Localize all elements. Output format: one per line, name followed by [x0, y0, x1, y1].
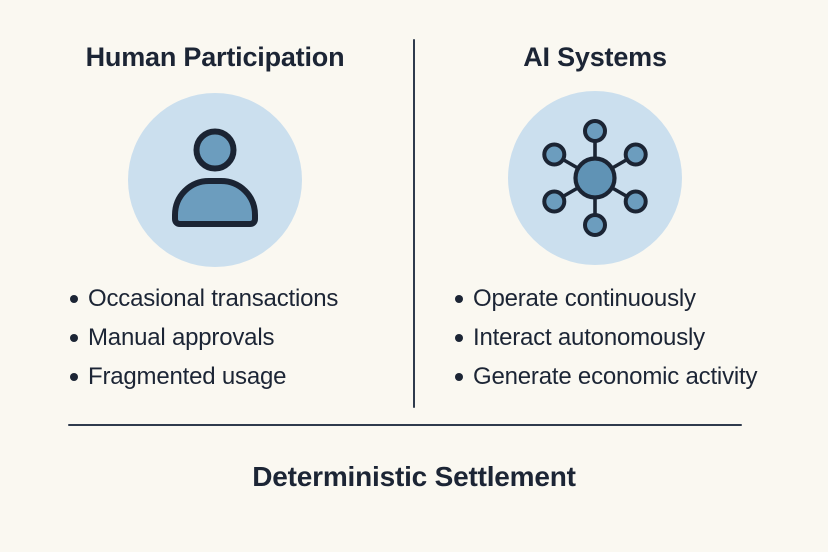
ai-bullet-list: Operate continuously Interact autonomous… — [455, 279, 757, 396]
bullet-text: Occasional transactions — [88, 284, 339, 312]
list-item: Generate economic activity — [455, 357, 757, 396]
bullet-text: Generate economic activity — [473, 362, 758, 390]
bullet-dot — [70, 333, 78, 342]
bullet-dot — [70, 294, 78, 303]
horizontal-divider — [68, 423, 742, 427]
bullet-dot — [70, 372, 78, 381]
human-participation-title: Human Participation — [85, 42, 345, 72]
person-icon — [172, 128, 258, 227]
bullet-text: Manual approvals — [88, 323, 275, 351]
bullet-text: Fragmented usage — [88, 362, 287, 390]
bullet-text: Operate continuously — [473, 284, 696, 312]
list-item: Fragmented usage — [70, 357, 338, 396]
bullet-dot — [455, 294, 463, 303]
list-item: Occasional transactions — [70, 279, 338, 318]
bullet-dot — [455, 333, 463, 342]
ai-systems-title: AI Systems — [523, 42, 667, 72]
bullet-text: Interact autonomously — [473, 323, 705, 351]
list-item: Manual approvals — [70, 318, 338, 357]
ai-icon-circle — [508, 91, 682, 265]
bullet-dot — [455, 372, 463, 381]
network-icon — [542, 119, 648, 237]
deterministic-settlement-title: Deterministic Settlement — [252, 461, 576, 492]
human-bullet-list: Occasional transactions Manual approvals… — [70, 279, 338, 396]
human-icon-circle — [128, 93, 302, 267]
list-item: Interact autonomously — [455, 318, 757, 357]
vertical-divider — [412, 39, 416, 408]
list-item: Operate continuously — [455, 279, 757, 318]
